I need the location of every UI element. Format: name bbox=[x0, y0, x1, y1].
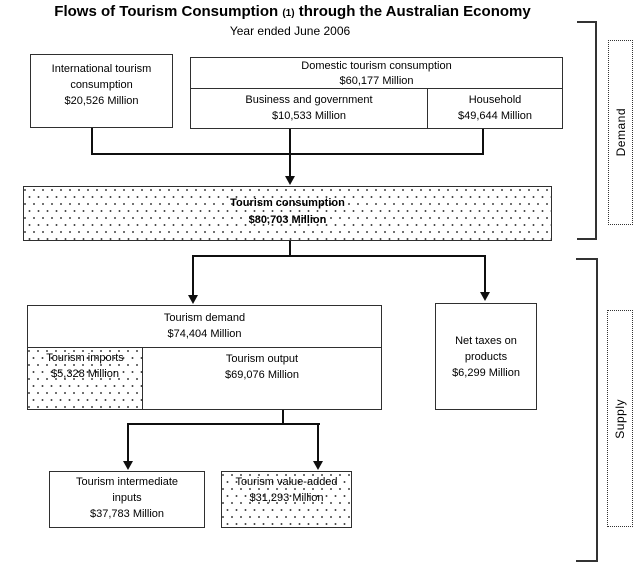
demand-section-label-box: Demand bbox=[608, 40, 633, 225]
business-and-government-box: Business and government $10,533 Million bbox=[191, 89, 428, 128]
supply-section-label: Supply bbox=[613, 398, 627, 439]
down-arrowhead-icon-consumption bbox=[285, 176, 295, 185]
demand-section-label: Demand bbox=[613, 108, 628, 157]
connector-to-valueadded-shaft bbox=[317, 423, 319, 462]
intermediate-inputs-label-line1: Tourism intermediate bbox=[75, 476, 179, 488]
international-label-line1: International tourism bbox=[51, 63, 152, 75]
business-government-value: $10,533 Million bbox=[272, 110, 346, 122]
connector-output-branch-line bbox=[127, 423, 320, 425]
connector-consumption-down bbox=[289, 241, 291, 257]
title-rest: through the Australian Economy bbox=[298, 3, 531, 20]
tourism-consumption-value: $80,703 Million bbox=[248, 214, 327, 226]
household-box: Household $49,644 Million bbox=[428, 89, 562, 128]
page-subtitle: Year ended June 2006 bbox=[229, 24, 351, 38]
international-value: $20,526 Million bbox=[64, 95, 139, 107]
tourism-imports-value: $5,328 Million bbox=[51, 368, 119, 380]
title-main: Flows of Tourism Consumption bbox=[54, 3, 279, 20]
supply-section-bracket bbox=[576, 258, 598, 562]
net-taxes-label-line1: Net taxes on bbox=[455, 334, 517, 347]
business-government-label: Business and government bbox=[245, 94, 373, 106]
down-arrowhead-icon-value-added bbox=[313, 461, 323, 470]
tourism-output-box: Tourism output $69,076 Million bbox=[143, 348, 381, 409]
connector-output-down bbox=[282, 410, 284, 425]
connector-household-down bbox=[482, 129, 484, 155]
title-footnote-marker: (1) bbox=[282, 8, 295, 19]
international-label-line2: consumption bbox=[70, 79, 133, 91]
value-added-value: $31,293 Million bbox=[249, 492, 324, 504]
demand-section-bracket bbox=[577, 21, 597, 240]
tourism-output-label: Tourism output bbox=[225, 353, 299, 365]
household-label: Household bbox=[468, 94, 522, 106]
domestic-subdivision-row: Business and government $10,533 Million … bbox=[191, 89, 562, 128]
tourism-demand-value: $74,404 Million bbox=[167, 328, 242, 340]
down-arrowhead-icon-net-taxes bbox=[480, 292, 490, 301]
down-arrowhead-icon-tourism-demand bbox=[188, 295, 198, 304]
net-taxes-on-products-box: Net taxes on products $6,299 Million bbox=[435, 303, 537, 410]
tourism-demand-subdivision-row: Tourism imports $5,328 Million Tourism o… bbox=[28, 348, 381, 409]
tourism-intermediate-inputs-box: Tourism intermediate inputs $37,783 Mill… bbox=[49, 471, 205, 528]
domestic-header: Domestic tourism consumption $60,177 Mil… bbox=[191, 58, 562, 89]
tourism-imports-label: Tourism imports bbox=[46, 352, 124, 364]
tourism-consumption-label: Tourism consumption bbox=[230, 197, 345, 209]
tourism-output-value: $69,076 Million bbox=[225, 369, 299, 381]
tourism-demand-header: Tourism demand $74,404 Million bbox=[28, 306, 381, 348]
tourism-imports-box: Tourism imports $5,328 Million bbox=[28, 348, 143, 409]
page-title: Flows of Tourism Consumption (1) through… bbox=[0, 3, 585, 20]
value-added-label: Tourism value-added bbox=[235, 476, 338, 488]
connector-to-inputs-shaft bbox=[127, 423, 129, 462]
connector-center-down-shaft bbox=[289, 129, 291, 176]
international-tourism-consumption-box: International tourism consumption $20,52… bbox=[30, 54, 173, 128]
tourism-consumption-box: Tourism consumption $80,703 Million bbox=[23, 186, 552, 241]
household-value: $49,644 Million bbox=[458, 110, 532, 122]
tourism-demand-label: Tourism demand bbox=[163, 312, 246, 324]
supply-section-label-box: Supply bbox=[607, 310, 633, 527]
down-arrowhead-icon-intermediate-inputs bbox=[123, 461, 133, 470]
connector-to-nettaxes-shaft bbox=[484, 255, 486, 293]
intermediate-inputs-value: $37,783 Million bbox=[90, 508, 164, 520]
domestic-label: Domestic tourism consumption bbox=[301, 60, 452, 72]
tourism-demand-box: Tourism demand $74,404 Million Tourism i… bbox=[27, 305, 382, 410]
connector-demand-merge-line bbox=[91, 153, 484, 155]
tourism-value-added-box: Tourism value-added $31,293 Million bbox=[221, 471, 352, 528]
intermediate-inputs-label-line2: inputs bbox=[112, 492, 142, 504]
connector-international-down bbox=[91, 128, 93, 155]
connector-to-demand-shaft bbox=[192, 255, 194, 296]
connector-supply-branch-line bbox=[192, 255, 486, 257]
net-taxes-value: $6,299 Million bbox=[452, 366, 520, 379]
net-taxes-label-line2: products bbox=[464, 350, 508, 363]
domestic-tourism-consumption-box: Domestic tourism consumption $60,177 Mil… bbox=[190, 57, 563, 129]
domestic-value: $60,177 Million bbox=[339, 75, 414, 87]
